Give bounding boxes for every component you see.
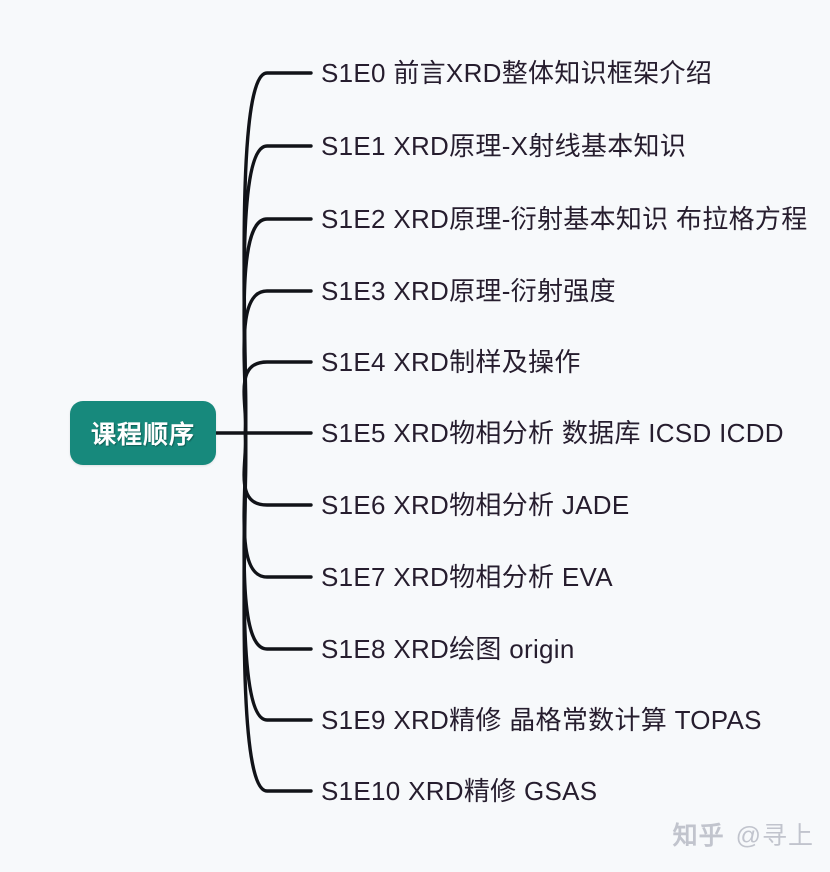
connector-s1e4 (242, 360, 313, 435)
branch-label-s1e0[interactable]: S1E0 前言XRD整体知识框架介绍 (321, 58, 713, 88)
branch-label-s1e10[interactable]: S1E10 XRD精修 GSAS (321, 776, 598, 806)
branch-label-s1e4[interactable]: S1E4 XRD制样及操作 (321, 347, 581, 377)
branch-label-s1e7[interactable]: S1E7 XRD物相分析 EVA (321, 562, 613, 592)
connector-s1e0 (242, 71, 313, 435)
root-node-label: 课程顺序 (90, 421, 195, 449)
branch-label-s1e8[interactable]: S1E8 XRD绘图 origin (321, 634, 575, 664)
watermark-handle: @寻上 (735, 822, 814, 850)
branch-label-s1e6[interactable]: S1E6 XRD物相分析 JADE (321, 490, 630, 520)
branch-label-s1e5[interactable]: S1E5 XRD物相分析 数据库 ICSD ICDD (321, 418, 784, 448)
connector-s1e10 (242, 431, 313, 793)
zhihu-logo-icon: 知乎 (672, 822, 725, 850)
branch-label-s1e9[interactable]: S1E9 XRD精修 晶格常数计算 TOPAS (321, 705, 762, 735)
connector-s1e7 (242, 431, 313, 579)
branch-label-s1e2[interactable]: S1E2 XRD原理-衍射基本知识 布拉格方程 (321, 204, 808, 234)
connector-s1e9 (242, 431, 313, 722)
connector-s1e6 (242, 431, 313, 507)
watermark: 知乎 @寻上 (673, 816, 814, 852)
connector-s1e8 (242, 431, 313, 651)
connector-s1e2 (242, 217, 313, 435)
branch-label-s1e3[interactable]: S1E3 XRD原理-衍射强度 (321, 276, 616, 306)
connector-s1e3 (242, 289, 313, 435)
connector-s1e1 (242, 144, 313, 435)
branch-label-s1e1[interactable]: S1E1 XRD原理-X射线基本知识 (321, 131, 687, 161)
root-node[interactable]: 课程顺序 (70, 401, 216, 465)
